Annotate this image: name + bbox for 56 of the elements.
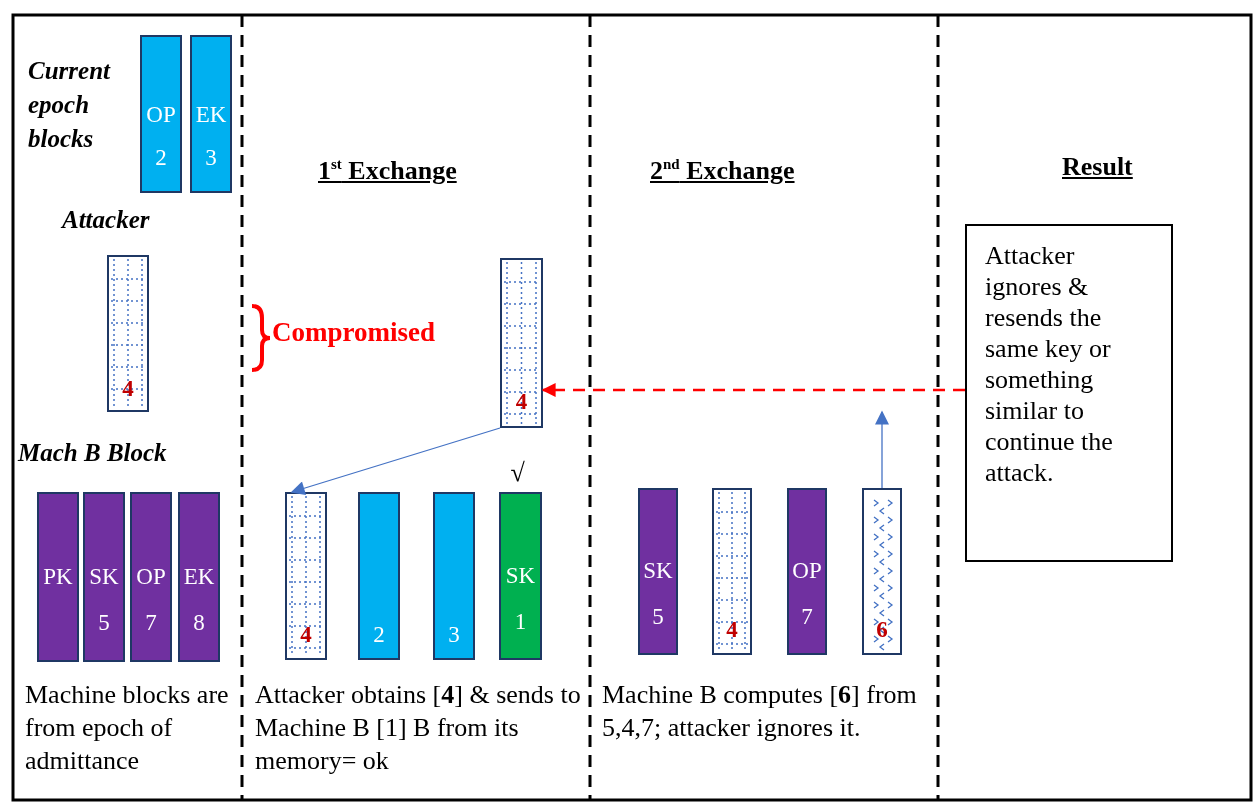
block-label: 7 [144,610,158,636]
block-label: PK [42,564,74,590]
block-label: SK [504,563,537,589]
block-label: EK [182,564,216,590]
result-text: Attacker ignores & resends the same key or something similar to continue the attack. [985,240,1114,488]
side-heading: Mach B Block [18,438,167,468]
block-label: 1 [513,609,528,635]
arrow [541,383,965,397]
block-label: 4 [121,376,135,402]
block-label: EK [194,102,228,128]
column-heading: Result [1062,152,1133,182]
caption-text: Machine B computes [6] from 5,4,7; attacker ignores it. [602,679,918,744]
key-block [37,492,79,662]
block-label: 5 [651,604,665,630]
dotted-grid-block [712,488,752,655]
key-block [178,492,220,662]
caption-text: Attacker obtains [4] & sends to Machine B [1] B from its memory= ok [255,679,582,777]
block-label: 4 [725,617,739,643]
result-box [965,224,1173,562]
block-label: SK [642,558,674,584]
arrow [290,427,501,495]
block-label: 4 [299,622,313,648]
caption-text: Machine blocks are from epoch of admittance [25,679,230,777]
block-label: 5 [97,610,111,636]
block-label: OP [145,102,177,128]
key-block [83,492,125,662]
column-heading: 1$^{st}$ Exchange [318,156,457,186]
block-label: 4 [514,389,529,415]
block-label: 2 [372,622,386,648]
block-label: OP [791,558,823,584]
column-heading: 2$^{nd}$ Exchange [650,156,795,186]
arrow [875,410,889,489]
key-block [358,492,400,660]
block-label: OP [135,564,167,590]
block-label: 8 [192,610,206,636]
check-mark: √ [510,458,525,488]
key-block [787,488,827,655]
side-heading: Attacker [62,205,150,235]
key-block [140,35,182,193]
dotted-grid-block [285,492,327,660]
annotation-text: Compromised [272,317,435,348]
side-heading: Current epoch blocks [28,56,112,154]
key-block [499,492,542,660]
dotted-grid-block [107,255,149,412]
key-block [190,35,232,193]
block-label: 3 [204,145,218,171]
key-block [638,488,678,655]
dotted-pattern-block [862,488,902,655]
dotted-grid-block [500,258,543,428]
block-label: 6 [875,617,889,643]
block-label: 2 [154,145,168,171]
key-block [130,492,172,662]
key-block [433,492,475,660]
block-label: 3 [447,622,461,648]
block-label: SK [88,564,120,590]
block-label: 7 [800,604,814,630]
